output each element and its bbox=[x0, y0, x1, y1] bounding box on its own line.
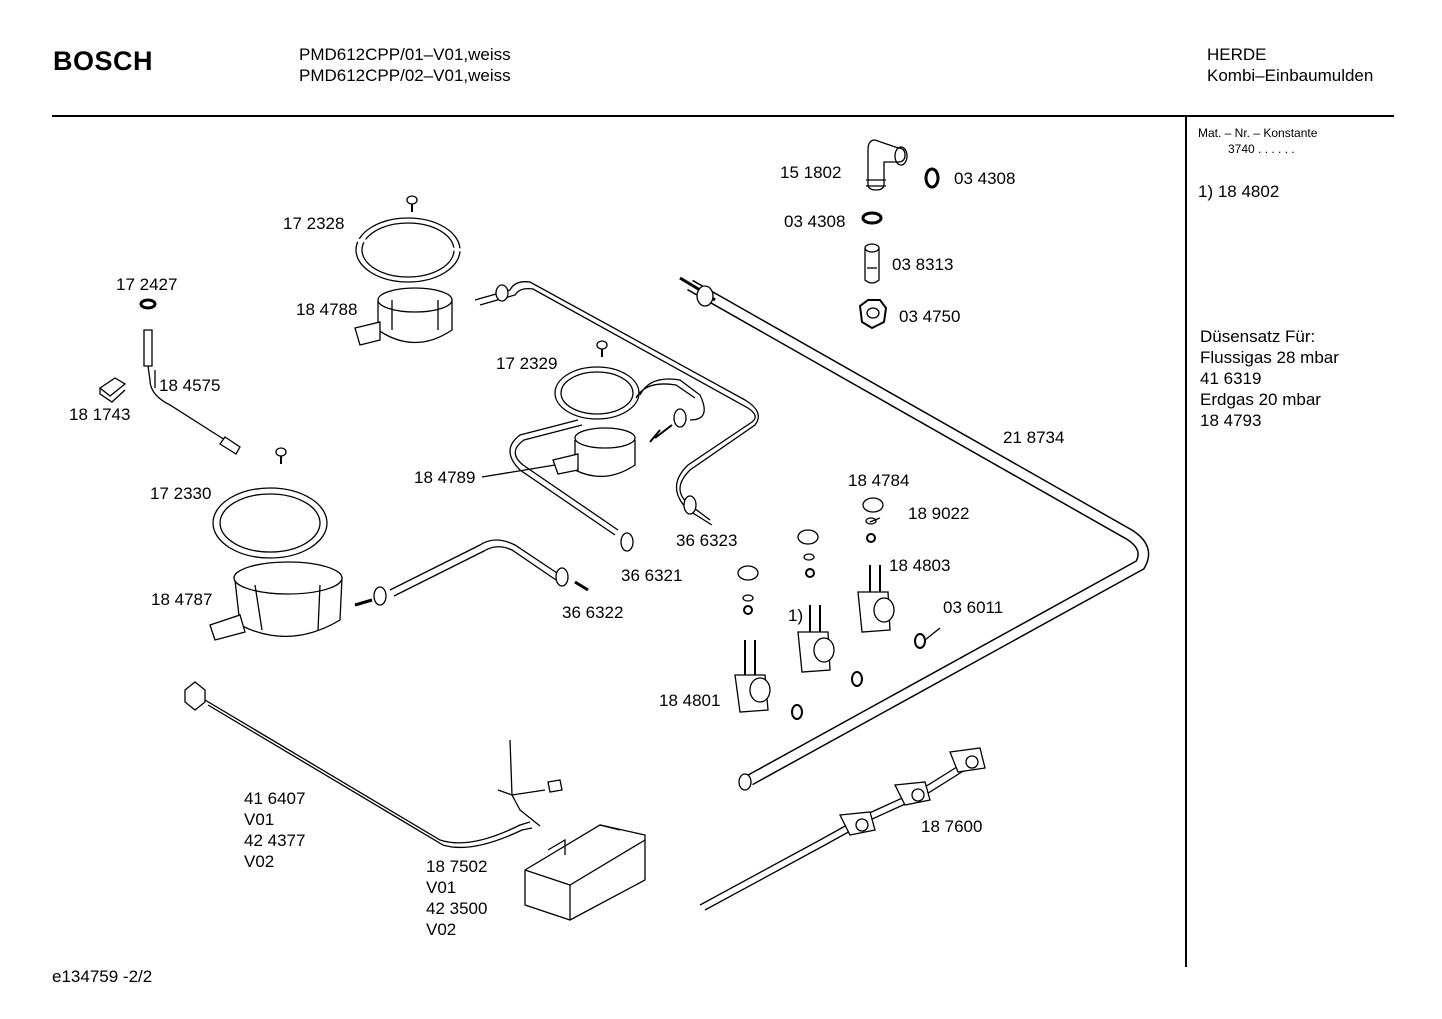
nozzle-set-title: Düsensatz Für: bbox=[1200, 327, 1316, 346]
gas-valve-icon bbox=[735, 640, 770, 712]
part-label: 42 4377 bbox=[244, 831, 306, 850]
washer-icon bbox=[915, 634, 925, 648]
nozzle-line-ng-part: 18 4793 bbox=[1200, 411, 1262, 430]
valve-cap-icon bbox=[798, 530, 818, 544]
gas-pipe-top bbox=[475, 282, 758, 525]
nut-icon bbox=[860, 300, 886, 328]
screw-icon bbox=[276, 448, 286, 456]
part-label: 03 4750 bbox=[899, 307, 961, 326]
part-label: 18 4788 bbox=[296, 300, 358, 319]
part-label: 18 4784 bbox=[848, 471, 910, 490]
main-gas-pipe bbox=[680, 278, 1143, 790]
gas-pipe-lower bbox=[390, 540, 560, 596]
thermocouple-icon bbox=[144, 330, 240, 454]
part-label: 41 6407 bbox=[244, 789, 306, 808]
part-label: 36 6322 bbox=[562, 603, 624, 622]
clip-icon bbox=[100, 378, 125, 402]
part-label: 21 8734 bbox=[1003, 428, 1065, 447]
variant-label: V02 bbox=[426, 920, 457, 939]
document-code: e134759 -2/2 bbox=[52, 967, 153, 986]
gas-pipe-middle bbox=[510, 420, 618, 535]
part-label: 18 4575 bbox=[159, 376, 221, 395]
footnote-part: 1) 18 4802 bbox=[1198, 182, 1280, 201]
screw-icon bbox=[597, 341, 607, 349]
part-label: 03 8313 bbox=[892, 255, 954, 274]
part-label: 18 4803 bbox=[889, 556, 951, 575]
constant-label: Mat. – Nr. – Konstante bbox=[1198, 126, 1318, 140]
burner-body-icon bbox=[210, 562, 342, 640]
screw-icon bbox=[407, 196, 417, 204]
washer-icon bbox=[926, 169, 938, 187]
gasket-ring-icon bbox=[213, 488, 327, 558]
category-subtitle: Kombi–Einbaumulden bbox=[1207, 66, 1374, 85]
part-label: 36 6321 bbox=[621, 566, 683, 585]
part-label: 18 4789 bbox=[414, 468, 476, 487]
constant-value: 3740 . . . . . . bbox=[1228, 142, 1295, 156]
washer-icon bbox=[141, 300, 155, 308]
header-divider bbox=[52, 115, 1394, 117]
part-label: 18 9022 bbox=[908, 504, 970, 523]
part-label: 17 2329 bbox=[496, 354, 558, 373]
part-label: 15 1802 bbox=[780, 163, 842, 182]
gas-valve-icon bbox=[798, 605, 834, 672]
part-label: 03 4308 bbox=[784, 212, 846, 231]
part-label: 18 4801 bbox=[659, 691, 721, 710]
variant-label: V01 bbox=[244, 810, 275, 829]
nozzle-line-lpg: Flussigas 28 mbar bbox=[1200, 348, 1339, 367]
washer-icon bbox=[863, 213, 881, 223]
variant-label: V01 bbox=[426, 878, 457, 897]
burner-body-icon bbox=[355, 288, 452, 345]
variant-label: V02 bbox=[244, 852, 275, 871]
valve-cap-icon bbox=[863, 498, 883, 512]
part-label: 18 7502 bbox=[426, 857, 488, 876]
gas-valve-icon bbox=[858, 565, 894, 632]
model-line-2: PMD612CPP/02–V01,weiss bbox=[299, 66, 511, 85]
ignition-switch-icon bbox=[700, 748, 985, 910]
valve-cap-icon bbox=[738, 566, 758, 580]
part-label: 03 4308 bbox=[954, 169, 1016, 188]
part-label: 17 2427 bbox=[116, 275, 178, 294]
nozzle-line-ng: Erdgas 20 mbar bbox=[1200, 390, 1321, 409]
part-label: 17 2328 bbox=[283, 214, 345, 233]
gasket-ring-icon bbox=[555, 367, 639, 419]
category-title: HERDE bbox=[1207, 45, 1267, 64]
nozzle-line-lpg-part: 41 6319 bbox=[1200, 369, 1262, 388]
burner-body-icon bbox=[553, 428, 635, 476]
nipple-icon bbox=[865, 244, 879, 283]
gasket-ring-icon bbox=[355, 218, 462, 282]
washer-icon bbox=[792, 705, 802, 719]
part-label: 18 1743 bbox=[69, 405, 131, 424]
wiring-harness-icon bbox=[185, 682, 562, 847]
part-label: 03 6011 bbox=[943, 598, 1004, 617]
part-label: 18 7600 bbox=[921, 817, 983, 836]
brand-logo: BOSCH bbox=[53, 46, 154, 76]
model-line-1: PMD612CPP/01–V01,weiss bbox=[299, 45, 511, 64]
sidebar-divider bbox=[1185, 117, 1187, 967]
part-label: 36 6323 bbox=[676, 531, 738, 550]
part-label: 17 2330 bbox=[150, 484, 212, 503]
ignition-module-icon bbox=[525, 825, 645, 920]
footnote-marker: 1) bbox=[788, 606, 804, 625]
elbow-fitting-icon bbox=[866, 140, 907, 190]
part-label: 18 4787 bbox=[151, 590, 213, 609]
washer-icon bbox=[852, 672, 862, 686]
part-label: 42 3500 bbox=[426, 899, 488, 918]
